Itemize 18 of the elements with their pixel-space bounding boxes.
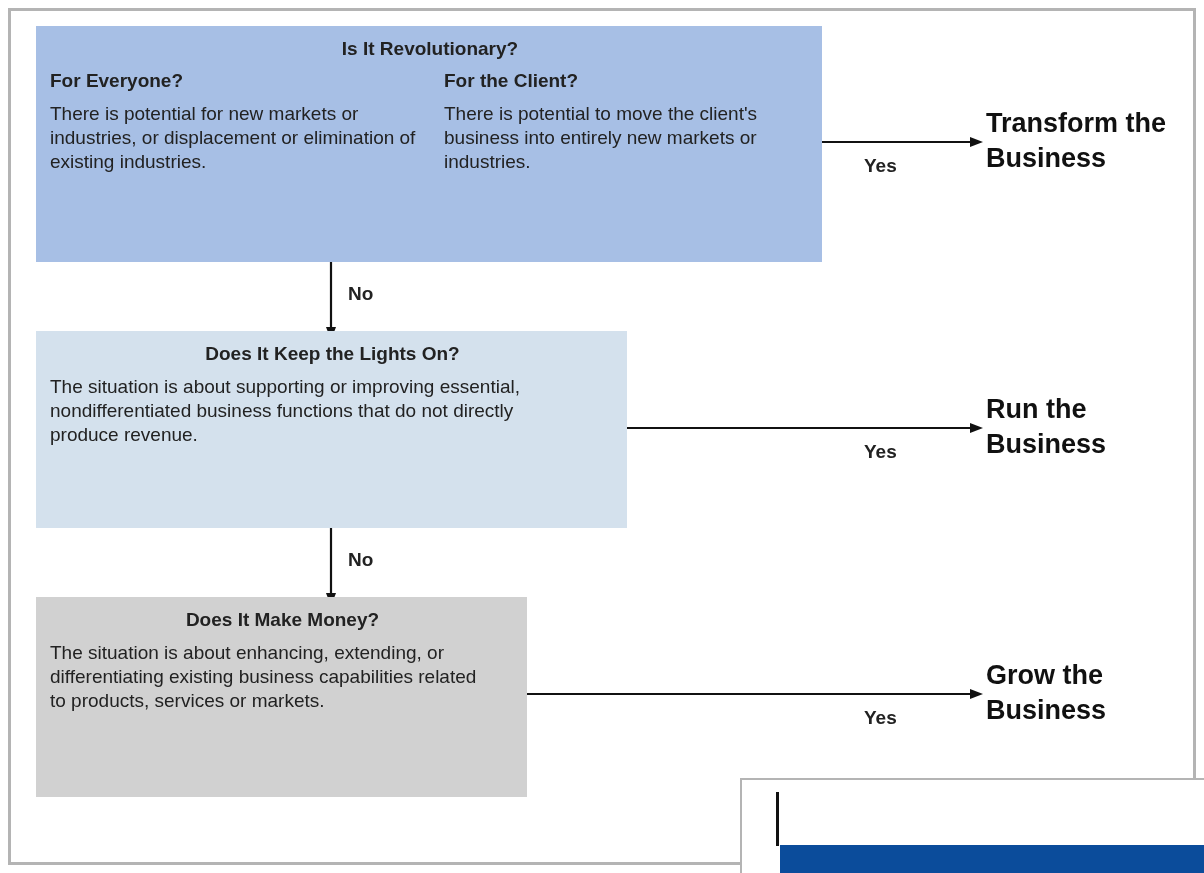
- arrow: [822, 137, 983, 147]
- column-heading: For the Client?: [444, 70, 580, 92]
- decision-box: [36, 26, 822, 262]
- arrow: [527, 689, 983, 699]
- question-heading: Does It Make Money?: [184, 609, 381, 631]
- description-text: There is potential to move the client's business into entirely new markets or industries.: [444, 102, 759, 174]
- decision-box: [36, 597, 527, 797]
- outcome-text: Run the Business: [986, 392, 1176, 462]
- description-text: The situation is about enhancing, extending, or differentiating existing business capabilities related to products, services or markets.: [50, 641, 478, 713]
- description-text: There is potential for new markets or industries, or displacement or elimination of existing industries.: [50, 102, 416, 174]
- decision-box: [36, 331, 627, 528]
- column-heading: For Everyone?: [50, 70, 185, 92]
- outcome-text: Transform the Business: [986, 106, 1176, 176]
- outcome-text: Grow the Business: [986, 658, 1176, 728]
- arrow: [627, 423, 983, 433]
- question-heading: Is It Revolutionary?: [340, 38, 520, 60]
- description-text: The situation is about supporting or improving essential, nondifferentiated business functions that do not directly produce revenue.: [50, 375, 521, 447]
- question-heading: Does It Keep the Lights On?: [204, 343, 461, 365]
